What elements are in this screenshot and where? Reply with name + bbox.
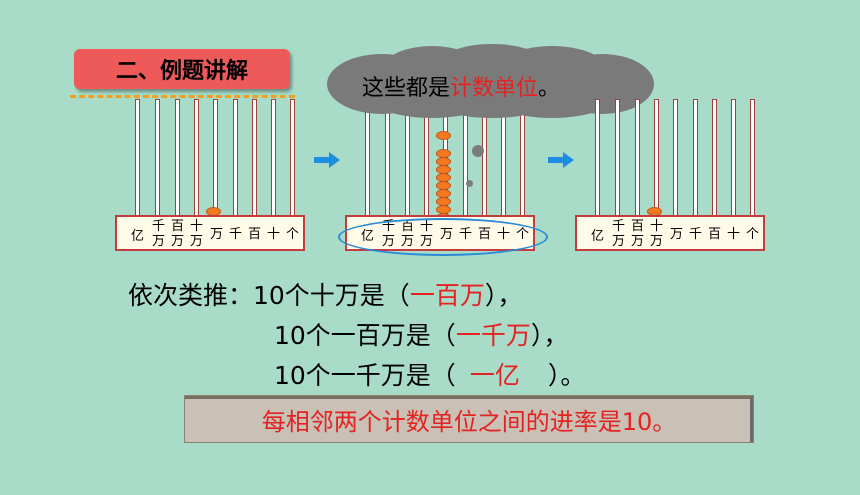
bubble-dot: [466, 180, 473, 187]
abacus-rod: [654, 99, 659, 217]
thought-cloud: [327, 44, 654, 118]
abacus-bead: [436, 131, 451, 140]
place-value-labels: 亿 千 万 百 万 十 万 万 千 百 十 个: [115, 215, 305, 251]
rule-statement: 每相邻两个计数单位之间的进率是10。: [184, 395, 754, 443]
abacus-rod: [731, 99, 736, 217]
abacus-rod: [635, 99, 640, 217]
abacus-rod: [135, 99, 140, 217]
label-shi: 十: [727, 227, 741, 242]
abacus-rod: [595, 99, 600, 217]
line-suffix: ）。: [547, 361, 586, 390]
label-wan: 万: [670, 227, 684, 242]
label-qian: 千: [612, 219, 626, 234]
line-prefix: 10个一千万是（: [274, 361, 456, 390]
label-bai: 百: [708, 227, 722, 242]
right-arrow-icon: [548, 152, 574, 168]
label-shi: 十: [650, 219, 664, 234]
line-answer: 一千万: [455, 321, 531, 350]
right-arrow-icon: [314, 152, 340, 168]
label-wan: 万: [190, 234, 204, 249]
line-answer: 一亿: [469, 361, 520, 390]
label-qian: 千: [152, 219, 166, 234]
label-wan: 万: [210, 227, 224, 242]
label-ge: 个: [286, 227, 300, 242]
abacus-right: 亿 千 万 百 万 十 万 万 千 百 十 个: [575, 95, 765, 255]
line-prefix: 10个一百万是（: [274, 321, 456, 350]
abacus-rod: [155, 99, 160, 217]
label-wan: 万: [152, 234, 166, 249]
label-ge: 个: [746, 227, 760, 242]
label-bai: 百: [171, 219, 185, 234]
section-title: 二、例题讲解: [74, 49, 290, 89]
abacus-rod: [712, 99, 717, 217]
abacus-rod: [750, 99, 755, 217]
line-prefix: 依次类推：10个十万是（: [128, 281, 410, 310]
abacus-rod: [271, 99, 276, 217]
label-wan: 万: [631, 234, 645, 249]
label-yi: 亿: [591, 229, 605, 244]
example-line-3: 10个一千万是（ 一亿 ）。: [274, 356, 585, 392]
bubble-dot: [472, 145, 484, 157]
abacus-rod: [213, 99, 218, 217]
label-qian: 千: [689, 227, 703, 242]
line-suffix: ），: [484, 281, 523, 310]
place-value-labels: 亿 千 万 百 万 十 万 万 千 百 十 个: [575, 215, 765, 251]
example-line-2: 10个一百万是（一千万），: [274, 316, 568, 352]
abacus-rod: [615, 99, 620, 217]
label-wan: 万: [612, 234, 626, 249]
line-answer: 一百万: [409, 281, 485, 310]
label-qian: 千: [229, 227, 243, 242]
label-wan: 万: [171, 234, 185, 249]
label-bai: 百: [248, 227, 262, 242]
label-wan: 万: [650, 234, 664, 249]
abacus-rod: [673, 99, 678, 217]
title-underline: [70, 95, 295, 98]
line-suffix: ），: [530, 321, 569, 350]
cloud-text-prefix: 这些都是: [362, 76, 451, 101]
label-shi: 十: [190, 219, 204, 234]
abacus-rod: [194, 99, 199, 217]
label-highlight-oval: [338, 218, 548, 256]
cloud-text-highlight: 计数单位: [450, 76, 539, 101]
label-bai: 百: [631, 219, 645, 234]
abacus-rod: [693, 99, 698, 217]
example-line-1: 依次类推：10个十万是（一百万），: [128, 276, 522, 312]
label-shi: 十: [267, 227, 281, 242]
abacus-rod: [290, 99, 295, 217]
abacus-rod: [175, 99, 180, 217]
abacus-rod: [252, 99, 257, 217]
abacus-rod: [233, 99, 238, 217]
cloud-text: 这些都是计数单位。: [362, 70, 560, 102]
abacus-left: 亿 千 万 百 万 十 万 万 千 百 十 个: [115, 95, 305, 255]
cloud-text-suffix: 。: [538, 76, 561, 101]
label-yi: 亿: [131, 229, 145, 244]
